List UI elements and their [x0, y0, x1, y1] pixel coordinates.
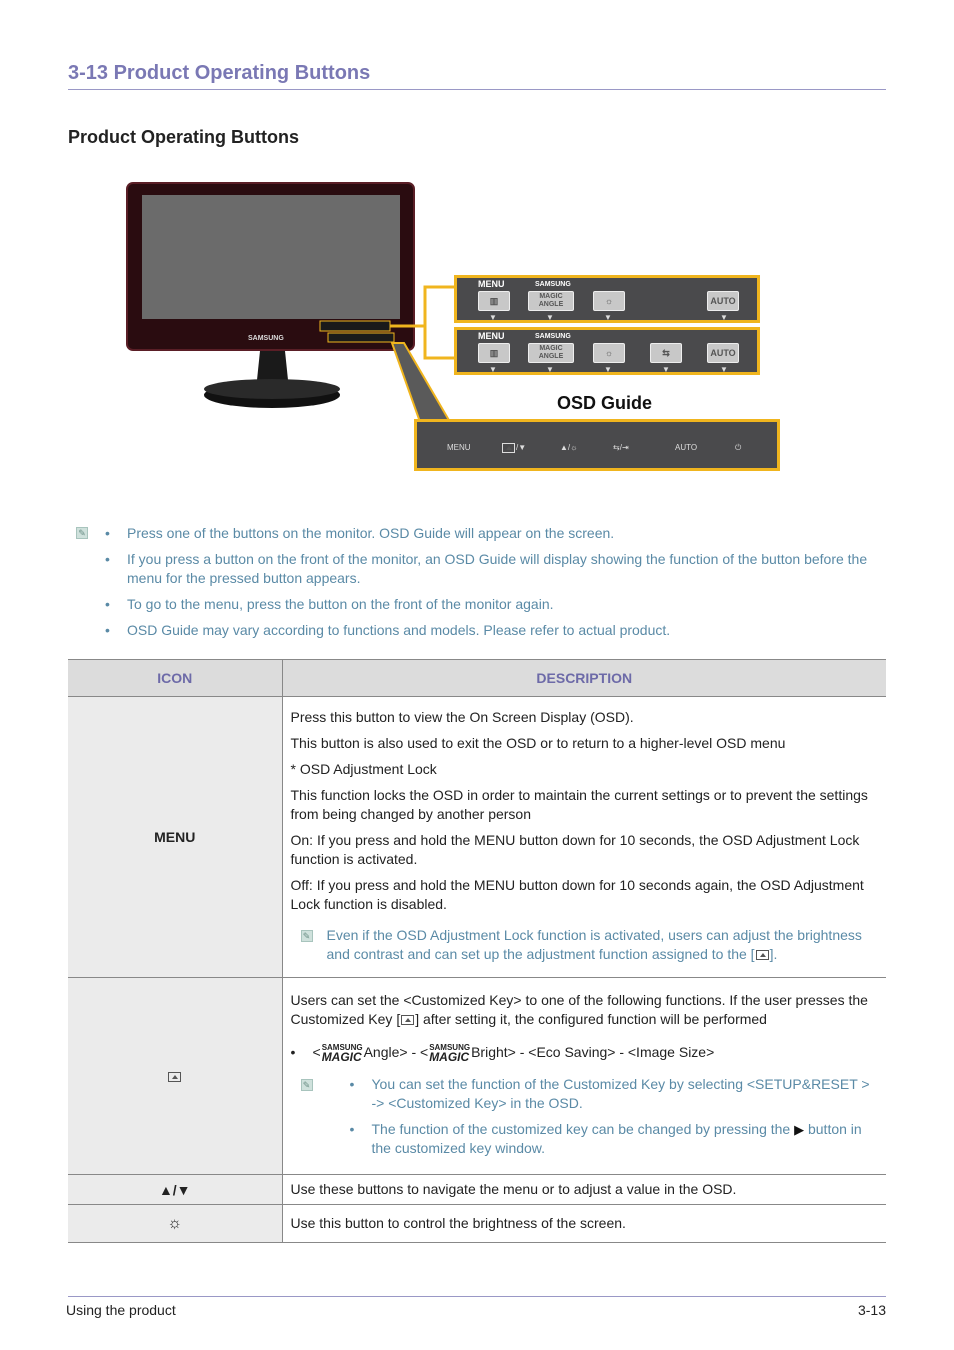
osd-guide-title: OSD Guide — [557, 393, 653, 413]
note-item: If you press a button on the front of th… — [105, 550, 885, 588]
header-description: DESCRIPTION — [282, 659, 886, 697]
section-title: 3-13 Product Operating Buttons — [68, 62, 371, 84]
note-icon: ✎ — [76, 527, 88, 539]
source-button[interactable]: ⇆ — [650, 343, 682, 363]
menu-button[interactable]: ▥ — [478, 343, 510, 363]
brightness-button[interactable]: ☼ — [593, 343, 625, 363]
note-icon: ✎ — [300, 929, 313, 942]
osd-custom-label: /▼ — [501, 443, 526, 453]
nav-description: Use these buttons to navigate the menu o… — [282, 1174, 886, 1205]
sub-title: Product Operating Buttons — [68, 127, 299, 147]
power-icon: ⏻ — [735, 443, 742, 452]
brightness-icon: ☼ — [570, 443, 578, 452]
footer-rule — [68, 1296, 886, 1297]
osd-source-label: ⇆/⇥ — [613, 443, 629, 452]
table-row: ☼ Use this button to control the brightn… — [68, 1204, 886, 1243]
menu-button[interactable]: ▥ — [478, 291, 510, 311]
arrow-icon: ▼ — [720, 313, 728, 322]
table-header-row: ICON DESCRIPTION — [68, 659, 886, 697]
customized-key-note: ✎ You can set the function of the Custom… — [291, 1075, 879, 1158]
arrow-icon: ▼ — [662, 365, 670, 374]
arrow-icon: ▼ — [489, 313, 497, 322]
page-number: 3-13 — [857, 1302, 886, 1318]
brightness-icon-cell: ☼ — [68, 1204, 283, 1243]
arrow-icon: ▼ — [604, 313, 612, 322]
source-icon: ⇆ — [613, 443, 620, 452]
table-row: ▲/▼ Use these buttons to navigate the me… — [68, 1174, 886, 1205]
osd-menu-label: MENU — [447, 443, 471, 452]
monitor-brand: SAMSUNG — [248, 335, 284, 342]
table-row: MENU Press this button to view the On Sc… — [68, 696, 886, 978]
customized-key-icon — [168, 1072, 182, 1083]
osd-guide-panel: MENU /▼ ▲/☼ ⇆/⇥ AUTO ⏻ — [414, 419, 780, 471]
monitor-illustration — [126, 182, 455, 423]
menu-description: Press this button to view the On Screen … — [282, 696, 886, 978]
panel-menu-label: MENU — [478, 279, 505, 289]
footer-chapter: Using the product — [66, 1302, 176, 1318]
auto-button[interactable]: AUTO — [707, 343, 739, 363]
arrow-icon: ▼ — [604, 365, 612, 374]
note-item: Press one of the buttons on the monitor.… — [105, 524, 885, 543]
customized-key-description: Users can set the <Customized Key> to on… — [282, 977, 886, 1175]
note-list: Press one of the buttons on the monitor.… — [105, 524, 885, 647]
arrow-icon: ▼ — [546, 313, 554, 322]
note-item: OSD Guide may vary according to function… — [105, 621, 885, 640]
arrow-icon: ▼ — [489, 365, 497, 374]
osd-auto-label: AUTO — [675, 443, 698, 452]
nav-icon-cell: ▲/▼ — [68, 1174, 283, 1205]
enter-icon: ⇥ — [621, 443, 629, 452]
arrow-icon: ▼ — [546, 365, 554, 374]
buttons-table: ICON DESCRIPTION MENU Press this button … — [68, 659, 886, 1243]
customized-key-cell — [68, 977, 283, 1175]
note-icon: ✎ — [300, 1078, 313, 1091]
panel-magic-brand: SAMSUNG — [535, 281, 571, 288]
play-icon: ▶ — [794, 1121, 805, 1137]
customized-key-icon — [502, 443, 515, 453]
customized-key-icon — [401, 1015, 415, 1026]
header-icon: ICON — [68, 659, 283, 697]
table-row: Users can set the <Customized Key> to on… — [68, 977, 886, 1175]
brightness-description: Use this button to control the brightnes… — [282, 1204, 886, 1243]
menu-note: ✎ Even if the OSD Adjustment Lock functi… — [291, 926, 879, 964]
panel-menu-label: MENU — [478, 331, 505, 341]
menu-icon-cell: MENU — [68, 696, 283, 978]
arrow-icon: ▼ — [720, 365, 728, 374]
auto-button[interactable]: AUTO — [707, 291, 739, 311]
customized-key-icon — [755, 949, 769, 960]
osd-up-label: ▲/☼ — [560, 443, 578, 452]
panel-magic-brand: SAMSUNG — [535, 333, 571, 340]
note-item: To go to the menu, press the button on t… — [105, 595, 885, 614]
section-rule — [68, 89, 886, 90]
brightness-button[interactable]: ☼ — [593, 291, 625, 311]
